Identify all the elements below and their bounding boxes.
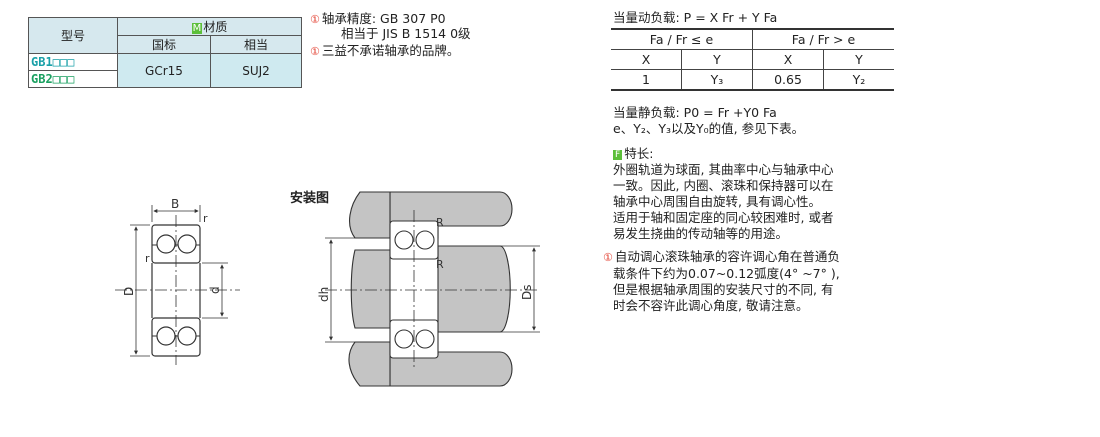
cond-left: Fa / Fr ≤ e xyxy=(611,28,753,50)
material-badge-icon: M xyxy=(191,23,203,34)
features-badge-icon: F xyxy=(613,150,623,160)
hdr-x1: X xyxy=(611,49,682,70)
dim-b-label: B xyxy=(171,197,179,211)
static-load-ref: e、Y₂、Y₃以及Y₀的值, 参见下表。 xyxy=(613,121,805,136)
national-value: GCr15 xyxy=(117,53,211,88)
equivalent-value: SUJ2 xyxy=(210,53,302,88)
caution-line: 但是根据轴承周围的安装尺寸的不同, 有 xyxy=(613,282,834,297)
material-header-label: 材质 xyxy=(203,20,228,34)
hdr-y2: Y xyxy=(823,49,894,70)
dim-r-inner-label: r xyxy=(145,252,150,265)
caution-line: 载条件下约为0.07~0.12弧度(4° ~7° ), xyxy=(613,266,840,281)
dim-r-label: r xyxy=(203,212,208,225)
features-line: 轴承中心周围自由旋转, 具有调心性。 xyxy=(613,194,821,209)
install-drawing xyxy=(325,191,540,387)
features-line: 外圈轨道为球面, 其曲率中心与轴承中心 xyxy=(613,162,834,177)
features-line: 易发生挠曲的传动轴等的用途。 xyxy=(613,226,789,241)
hdr-x2: X xyxy=(752,49,824,70)
load-table: Fa / Fr ≤ e Fa / Fr > e X Y X Y 1 Y₃ 0.6… xyxy=(611,28,894,91)
note-marker-icon: ① xyxy=(310,13,320,26)
static-load-title: 当量静负载: P0 = Fr +Y0 Fa xyxy=(613,105,777,120)
caution-line: 时会不容许此调心角度, 敬请注意。 xyxy=(613,298,809,313)
install-title: 安装图 xyxy=(290,190,329,206)
cond-right: Fa / Fr > e xyxy=(752,28,894,50)
dim-ds-label: Ds xyxy=(520,285,534,301)
bearing-diagrams: B r r D d 安装图 R R dh Ds xyxy=(115,190,540,387)
brand-note-text: 三益不承诺轴承的品牌。 xyxy=(321,43,460,58)
val-y2: Y₂ xyxy=(823,69,894,91)
val-x1: 1 xyxy=(611,69,682,91)
model-gb2: GB2□□□ xyxy=(28,70,118,88)
bearing-section xyxy=(115,205,240,365)
col-equivalent: 相当 xyxy=(210,35,302,54)
accuracy-label: 轴承精度: GB 307 P0 xyxy=(321,11,446,26)
val-x2: 0.65 xyxy=(752,69,824,91)
dynamic-load-title: 当量动负载: P = X Fr + Y Fa xyxy=(613,10,778,25)
caution-line-text: 自动调心滚珠轴承的容许调心角在普通负 xyxy=(614,249,840,264)
dim-d-inner-label: d xyxy=(208,286,222,294)
dim-dh-label: dh xyxy=(317,287,331,302)
val-y1: Y₃ xyxy=(681,69,753,91)
model-header: 型号 xyxy=(28,17,118,54)
features-line: 一致。因此, 内圈、滚珠和保持器可以在 xyxy=(613,178,834,193)
features-body: 外圈轨道为球面, 其曲率中心与轴承中心 一致。因此, 内圈、滚珠和保持器可以在 … xyxy=(613,162,833,242)
note-marker-icon: ① xyxy=(310,45,320,58)
dim-r-upper-label: R xyxy=(436,216,444,229)
col-national: 国标 xyxy=(117,35,211,54)
dim-d-outer-label: D xyxy=(122,287,136,296)
dim-r-lower-label: R xyxy=(436,258,444,271)
features-line: 适用于轴和固定座的同心较困难时, 或者 xyxy=(613,210,834,225)
features-title-text: 特长: xyxy=(624,146,654,161)
hdr-y1: Y xyxy=(681,49,753,70)
accuracy-equiv: 相当于 JIS B 1514 0级 xyxy=(341,26,471,41)
note-marker-icon: ① xyxy=(603,251,613,264)
